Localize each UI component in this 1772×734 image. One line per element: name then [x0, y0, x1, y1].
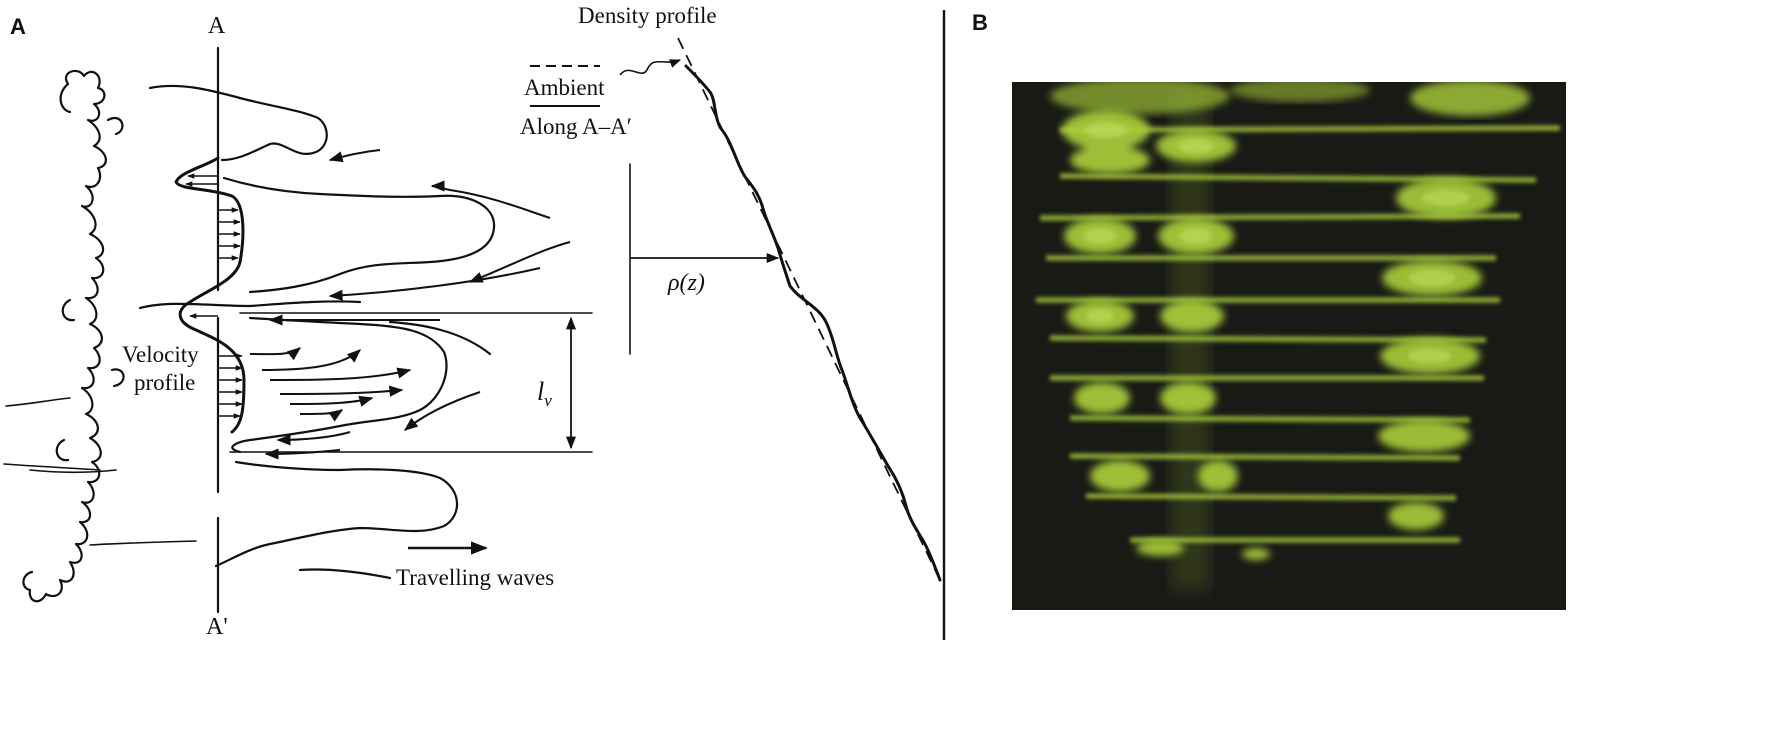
panel-a-letter: A — [10, 14, 26, 39]
density-profile-title: Density profile — [578, 3, 717, 28]
left-streaks — [4, 398, 196, 545]
legend-ambient-label: Ambient — [524, 75, 605, 100]
velocity-label-line1: Velocity — [122, 342, 199, 367]
legend-along-label: Along A–A′ — [520, 114, 632, 139]
velocity-label-line2: profile — [134, 370, 195, 395]
intrusion-layers — [140, 86, 494, 578]
mixed-region-boundary — [23, 71, 123, 601]
experiment-photo — [1012, 78, 1566, 610]
section-top-label: A — [208, 13, 226, 39]
section-bottom-label: A' — [206, 614, 228, 640]
panel-b-letter: B — [972, 10, 988, 35]
travelling-waves-label: Travelling waves — [396, 565, 554, 590]
legend-pointer-arrow — [620, 60, 680, 75]
lv-label: lv — [537, 377, 552, 410]
rho-label: ρ(z) — [667, 270, 705, 296]
